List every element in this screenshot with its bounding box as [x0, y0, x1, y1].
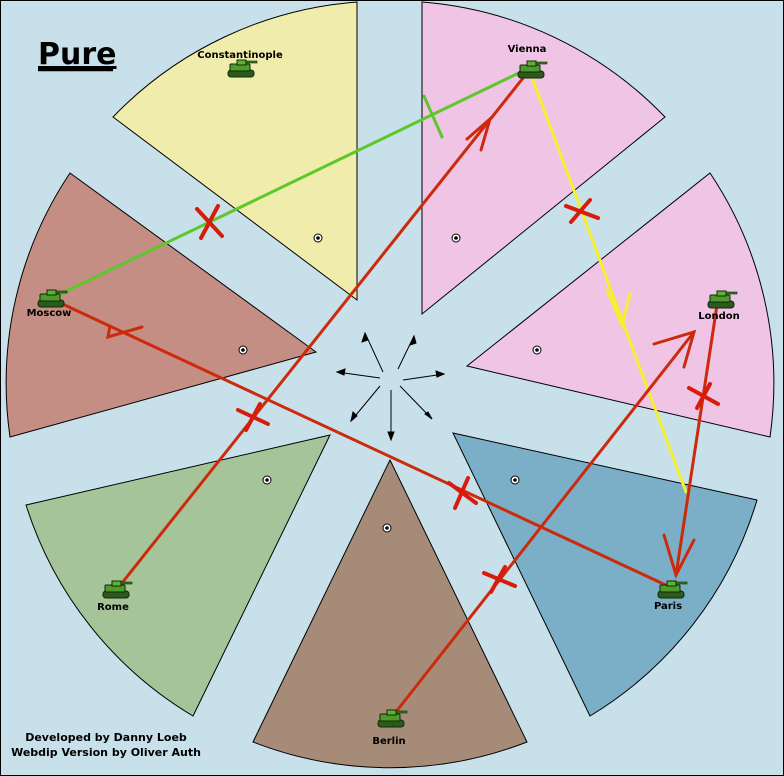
label-berlin: Berlin — [372, 736, 405, 747]
label-constantinople: Constantinople — [197, 50, 283, 61]
label-vienna: Vienna — [508, 44, 547, 55]
label-london: London — [698, 311, 740, 322]
territory-rome[interactable] — [25, 434, 331, 717]
credit-developer: Developed by Danny Loeb — [25, 731, 187, 744]
territory-constantinople[interactable] — [112, 1, 358, 301]
territory-berlin[interactable] — [252, 458, 528, 769]
label-moscow: Moscow — [27, 308, 72, 319]
territory-paris[interactable] — [452, 432, 758, 717]
territory-moscow[interactable] — [5, 172, 318, 438]
territory-london[interactable] — [465, 172, 775, 438]
label-rome: Rome — [97, 602, 129, 613]
supply-center-markers — [238, 233, 542, 533]
map-title: Pure — [38, 37, 117, 72]
credit-webdip: Webdip Version by Oliver Auth — [11, 746, 201, 759]
center-compass-arrows — [335, 331, 446, 442]
territory-vienna[interactable] — [421, 1, 666, 316]
orders-layer — [50, 68, 720, 719]
label-paris: Paris — [654, 601, 682, 612]
